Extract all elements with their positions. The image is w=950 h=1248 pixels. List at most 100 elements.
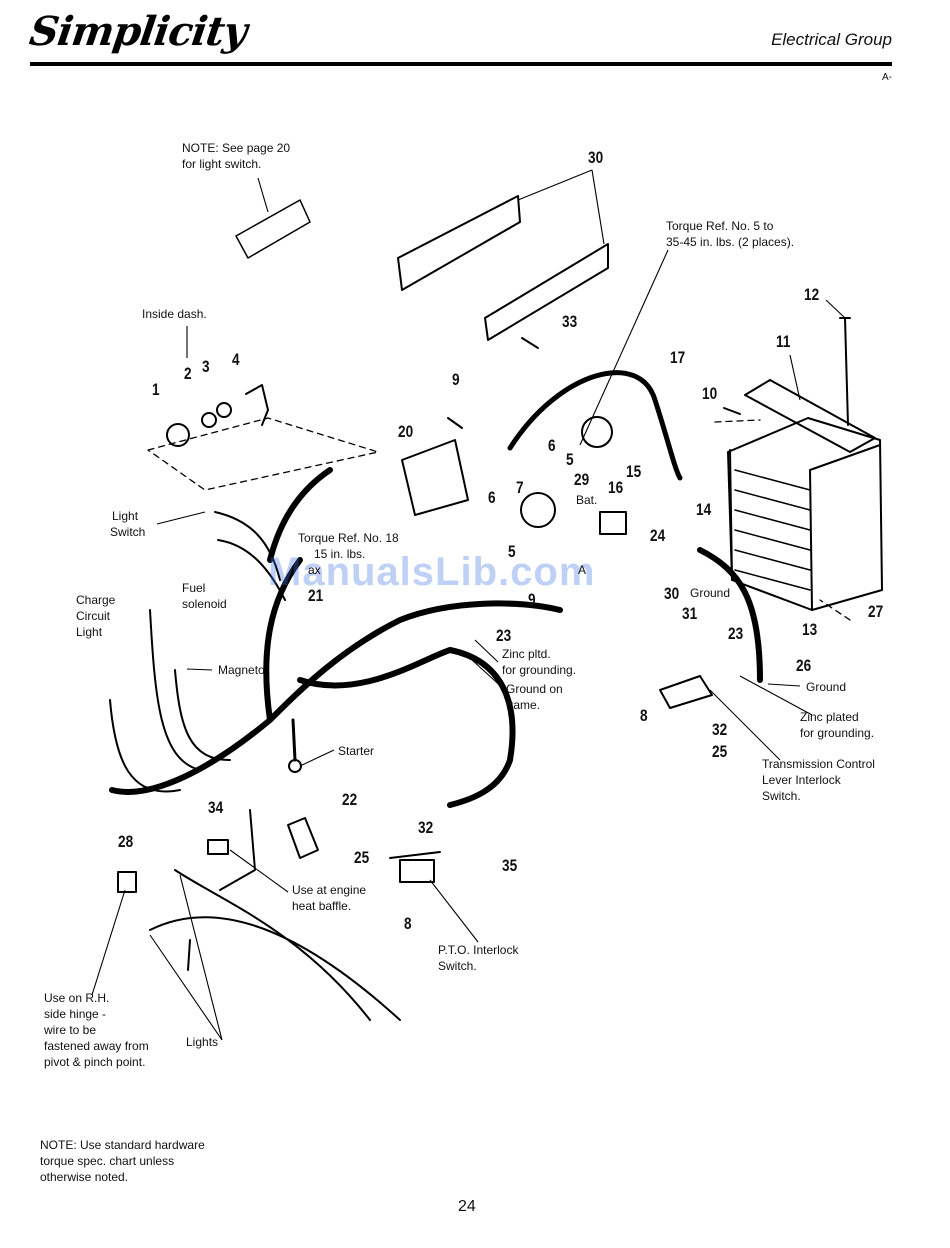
note-torque18-line1: Torque Ref. No. 18	[298, 531, 399, 545]
part-number-2: 2	[184, 364, 192, 383]
label-light-switch-2: Switch	[110, 525, 146, 539]
heat-baffle-wire	[219, 809, 256, 891]
part-number-28: 28	[118, 832, 134, 851]
label-light-switch-1: Light	[112, 509, 139, 523]
transmission-switch-body	[659, 675, 713, 709]
label-pto-2: Switch.	[438, 959, 477, 973]
page-number: 24	[458, 1198, 476, 1215]
label-rh-hinge-1: Use on R.H.	[44, 991, 110, 1005]
part-number-4: 4	[232, 350, 240, 369]
label-ground-frame-1: Ground on	[506, 682, 563, 696]
leader-note-switch	[257, 177, 269, 213]
note-light-switch-line2: for light switch.	[182, 157, 262, 171]
header-rule	[30, 62, 892, 66]
starter-wire	[291, 718, 297, 762]
part-number-13: 13	[802, 620, 818, 639]
leader-ground-frame	[471, 659, 506, 691]
part-number-5-lower: 5	[508, 542, 516, 561]
leader-pto	[429, 879, 479, 943]
leader-light-switch	[156, 511, 206, 525]
label-bat: Bat.	[576, 493, 598, 507]
part-number-23-left: 23	[496, 626, 512, 645]
charge-light-wires	[109, 609, 231, 793]
label-zinc-plated-2: for grounding.	[800, 726, 875, 740]
wiring-harness-21	[109, 467, 563, 808]
note-light-switch-line1: NOTE: See page 20	[182, 141, 291, 155]
leader-zinc-plated	[739, 675, 813, 716]
part-number-8-pto: 8	[404, 914, 412, 933]
leader-starter	[299, 749, 335, 767]
section-title: Electrical Group	[771, 30, 892, 49]
part-number-31: 31	[682, 604, 698, 623]
leader-30	[517, 169, 605, 245]
key-4	[245, 384, 269, 426]
leader-lights	[149, 874, 223, 1041]
part-number-9-upper: 9	[452, 370, 460, 389]
leader-torque5	[579, 249, 669, 446]
part-number-22: 22	[342, 790, 358, 809]
part-number-10: 10	[702, 384, 718, 403]
washer-3	[216, 402, 232, 418]
leader-rh-hinge	[91, 889, 126, 996]
part-number-16: 16	[608, 478, 624, 497]
part-number-9-lower: 9	[528, 590, 536, 609]
leader-ground26	[767, 683, 801, 687]
battery-dashed-box	[714, 419, 851, 621]
lights-harness	[149, 869, 401, 1021]
label-ground-26: Ground	[806, 680, 847, 694]
dash-dashed-box	[147, 417, 379, 491]
leader-heat-baffle	[229, 849, 289, 893]
part-number-5-upper: 5	[566, 450, 574, 469]
note-torque5-line2: 35-45 in. lbs. (2 places).	[666, 235, 795, 249]
note-hardware-line2: torque spec. chart unless	[40, 1154, 175, 1168]
bolt-9	[447, 417, 463, 429]
watermark: ManualsLib.com	[268, 550, 596, 594]
label-zinc-pltd-2: for grounding.	[502, 663, 577, 677]
label-pto-1: P.T.O. Interlock	[438, 943, 519, 957]
rod-12	[839, 317, 851, 426]
part-number-11: 11	[776, 332, 791, 351]
label-rh-hinge-4: fastened away from	[44, 1039, 149, 1053]
label-lights: Lights	[186, 1035, 219, 1049]
part-number-33: 33	[562, 312, 578, 331]
part-number-32-pto: 32	[418, 818, 434, 837]
battery-cable-17	[507, 370, 683, 481]
part-number-6-lower: 6	[488, 488, 496, 507]
battery-holddown-11	[744, 379, 876, 453]
nut-2	[201, 412, 217, 428]
label-charge-3: Light	[76, 625, 103, 639]
plate-30-lower	[484, 243, 609, 341]
part-number-1: 1	[152, 380, 160, 399]
label-trans-1: Transmission Control	[762, 757, 875, 771]
part-number-26: 26	[796, 656, 812, 675]
part-number-32-trans: 32	[712, 720, 728, 739]
part-number-34: 34	[208, 798, 224, 817]
part-number-12: 12	[804, 285, 820, 304]
part-number-20: 20	[398, 422, 414, 441]
part-number-14: 14	[696, 500, 712, 519]
label-magneto: Magneto	[218, 663, 265, 677]
light-switch-wires	[214, 511, 286, 601]
label-trans-2: Lever Interlock	[762, 773, 841, 787]
part-number-25-trans: 25	[712, 742, 728, 761]
label-rh-hinge-3: wire to be	[44, 1023, 97, 1037]
leader-12	[825, 299, 846, 319]
pto-switch-body	[399, 859, 435, 883]
label-rh-hinge-5: pivot & pinch point.	[44, 1055, 146, 1069]
part-number-29: 29	[574, 470, 590, 489]
drawing-code: A-	[882, 72, 892, 83]
part-number-30-upper: 30	[588, 148, 604, 167]
label-ax-1: ax	[308, 563, 321, 577]
label-inside-dash: Inside dash.	[142, 307, 207, 321]
bolt-10	[723, 407, 741, 415]
note-torque5-line1: Torque Ref. No. 5 to	[666, 219, 774, 233]
boot-22	[287, 817, 319, 859]
label-trans-3: Switch.	[762, 789, 801, 803]
light-switch-1	[166, 423, 190, 447]
label-charge-1: Charge	[76, 593, 116, 607]
leader-magneto	[186, 668, 213, 671]
label-zinc-plated-1: Zinc plated	[800, 710, 859, 724]
label-fuel-solenoid-1: Fuel	[182, 581, 206, 595]
